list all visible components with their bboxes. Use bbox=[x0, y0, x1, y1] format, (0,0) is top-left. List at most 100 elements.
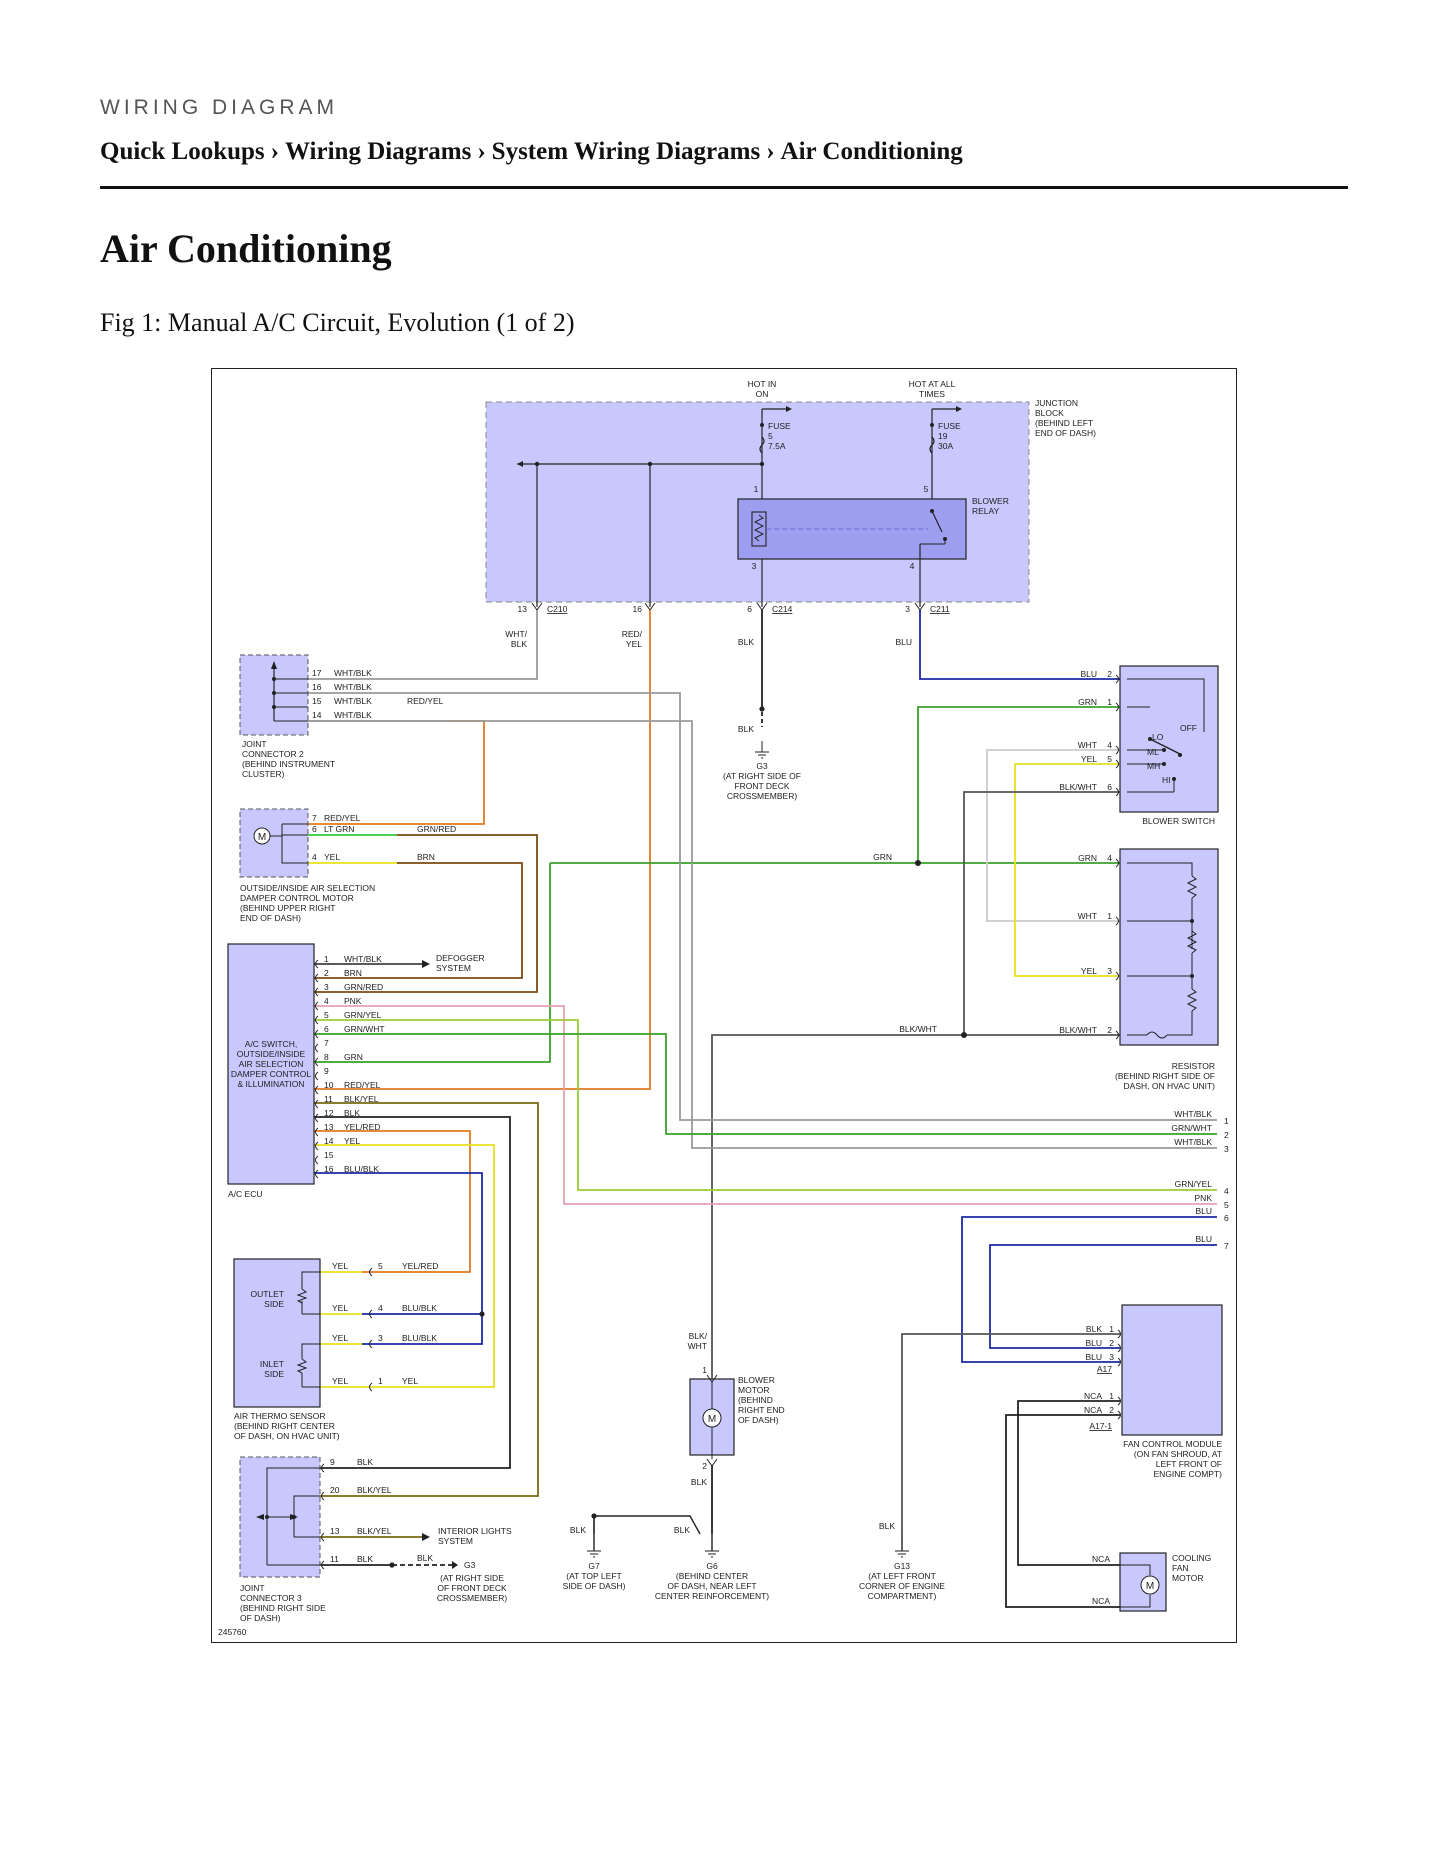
breadcrumb-system-wiring-diagrams[interactable]: System Wiring Diagrams bbox=[491, 138, 761, 165]
switch-pos-lo: LO bbox=[1152, 732, 1164, 742]
blower-switch-wire: GRN bbox=[1078, 697, 1097, 707]
figure-caption: Fig 1: Manual A/C Circuit, Evolution (1 … bbox=[100, 308, 575, 337]
connector-icon bbox=[1115, 916, 1119, 926]
resistor-grn-wire: GRN bbox=[873, 852, 892, 862]
conn-a17-label: A17 bbox=[1097, 1364, 1112, 1374]
blower-switch-wire: WHT bbox=[1078, 740, 1097, 750]
connector-icon bbox=[315, 973, 319, 983]
jc2-pin: 17 bbox=[312, 668, 322, 678]
damper-wire: YEL bbox=[324, 852, 340, 862]
air-thermo-sensor-box bbox=[233, 1258, 321, 1408]
jc3-wire: BLK bbox=[357, 1554, 373, 1564]
connector-icon bbox=[1115, 702, 1119, 712]
sensor-wire: YEL bbox=[332, 1261, 348, 1271]
ac-ecu-pin: 9 bbox=[324, 1066, 329, 1076]
ac-ecu-label: A/C ECU bbox=[228, 1189, 262, 1199]
wires bbox=[308, 610, 1217, 1608]
relay-pin-4: 4 bbox=[910, 561, 915, 571]
blower-switch-label: BLOWER SWITCH bbox=[1142, 816, 1215, 826]
jc2-wire: WHT/BLK bbox=[334, 668, 372, 678]
switch-pos-off: OFF bbox=[1180, 723, 1197, 733]
c211-wire-color: BLU bbox=[895, 637, 912, 647]
c16-pin: 16 bbox=[633, 604, 643, 614]
offpage-ref: 5 bbox=[1224, 1200, 1229, 1210]
connector-icon bbox=[315, 1001, 319, 1011]
breadcrumb-air-conditioning[interactable]: Air Conditioning bbox=[780, 138, 963, 165]
sensor-pin: 4 bbox=[378, 1303, 383, 1313]
c214-wire-color: BLK bbox=[738, 637, 754, 647]
connector-icon bbox=[315, 1015, 319, 1025]
damper-mate-wire: GRN/RED bbox=[417, 824, 456, 834]
jc3-pin: 9 bbox=[330, 1457, 335, 1467]
motor-icon bbox=[702, 1408, 722, 1428]
c211-pin: 3 bbox=[905, 604, 910, 614]
resistor-pin: 1 bbox=[1107, 911, 1112, 921]
jc3-g3-name: G3 bbox=[464, 1560, 476, 1570]
resistor-box bbox=[1119, 848, 1219, 1046]
g3-top-wire: BLK bbox=[738, 724, 754, 734]
thermistor-icon bbox=[296, 1358, 308, 1374]
connector-icon bbox=[315, 1155, 319, 1165]
fcm-pin: 2 bbox=[1109, 1338, 1114, 1348]
ground-icon bbox=[705, 1550, 719, 1558]
jc3-g3-wire: BLK bbox=[417, 1553, 433, 1563]
joint-connector-2: 17 WHT/BLK 16 WHT/BLK 15 WHT/BLK 14 WHT/… bbox=[239, 654, 444, 779]
breadcrumb-quick-lookups[interactable]: Quick Lookups bbox=[100, 138, 265, 165]
g3-top-name: G3 bbox=[756, 761, 768, 771]
offpage-ref: 2 bbox=[1224, 1130, 1229, 1140]
connector-icon bbox=[321, 1463, 325, 1473]
ac-ecu-pin: 8 bbox=[324, 1052, 329, 1062]
thermal-fuse-icon bbox=[1146, 1031, 1168, 1039]
ac-ecu-pin: 15 bbox=[324, 1150, 334, 1160]
sensor-mate-wire: BLU/BLK bbox=[402, 1303, 437, 1313]
offpage-wire: PNK bbox=[1195, 1193, 1213, 1203]
connector-icon bbox=[1115, 745, 1119, 755]
jc2-splice-wire: RED/YEL bbox=[407, 696, 444, 706]
breadcrumb-wiring-diagrams[interactable]: Wiring Diagrams bbox=[285, 138, 472, 165]
resistor-pin: 3 bbox=[1107, 966, 1112, 976]
connector-icon bbox=[315, 1169, 319, 1179]
blower-switch-wire: YEL bbox=[1081, 754, 1097, 764]
breadcrumb-separator: › bbox=[270, 138, 279, 165]
offpage-wire: GRN/WHT bbox=[1171, 1123, 1212, 1133]
g6-wire: BLK bbox=[674, 1525, 690, 1535]
ac-ecu-wire: GRN/WHT bbox=[344, 1024, 385, 1034]
connector-icon bbox=[1115, 858, 1119, 868]
blower-switch-pin: 5 bbox=[1107, 754, 1112, 764]
jc3-wire: BLK bbox=[357, 1457, 373, 1467]
blower-switch-pin: 4 bbox=[1107, 740, 1112, 750]
ac-ecu-wire: BRN bbox=[344, 968, 362, 978]
blower-motor-pin: 2 bbox=[702, 1461, 707, 1471]
ac-ecu-wire: WHT/BLK bbox=[344, 954, 382, 964]
blower-switch: OFF LO ML MH HI BLOWER SWITCH 2BLU1GRN4W… bbox=[1059, 665, 1219, 826]
ac-ecu-pin: 5 bbox=[324, 1010, 329, 1020]
connector-icon bbox=[1115, 787, 1119, 797]
fcm-pin: 3 bbox=[1109, 1352, 1114, 1362]
ac-ecu-pin: 12 bbox=[324, 1108, 334, 1118]
offpage-ref: 1 bbox=[1224, 1116, 1229, 1126]
motor-symbol: M bbox=[1146, 1581, 1154, 1592]
ac-ecu-wire: PNK bbox=[344, 996, 362, 1006]
blower-switch-box bbox=[1119, 665, 1219, 813]
offpage-wire: BLU bbox=[1195, 1206, 1212, 1216]
damper-wire: LT GRN bbox=[324, 824, 354, 834]
g13-wire: BLK bbox=[879, 1521, 895, 1531]
sensor-pin: 1 bbox=[378, 1376, 383, 1386]
blower-motor-top-wire: BLK/WHT bbox=[688, 1331, 708, 1351]
jc3-wire: BLK/YEL bbox=[357, 1526, 392, 1536]
blower-motor-pin: 1 bbox=[702, 1365, 707, 1375]
ac-ecu-wire: BLK bbox=[344, 1108, 360, 1118]
resistor-element-icon bbox=[1186, 988, 1198, 1012]
